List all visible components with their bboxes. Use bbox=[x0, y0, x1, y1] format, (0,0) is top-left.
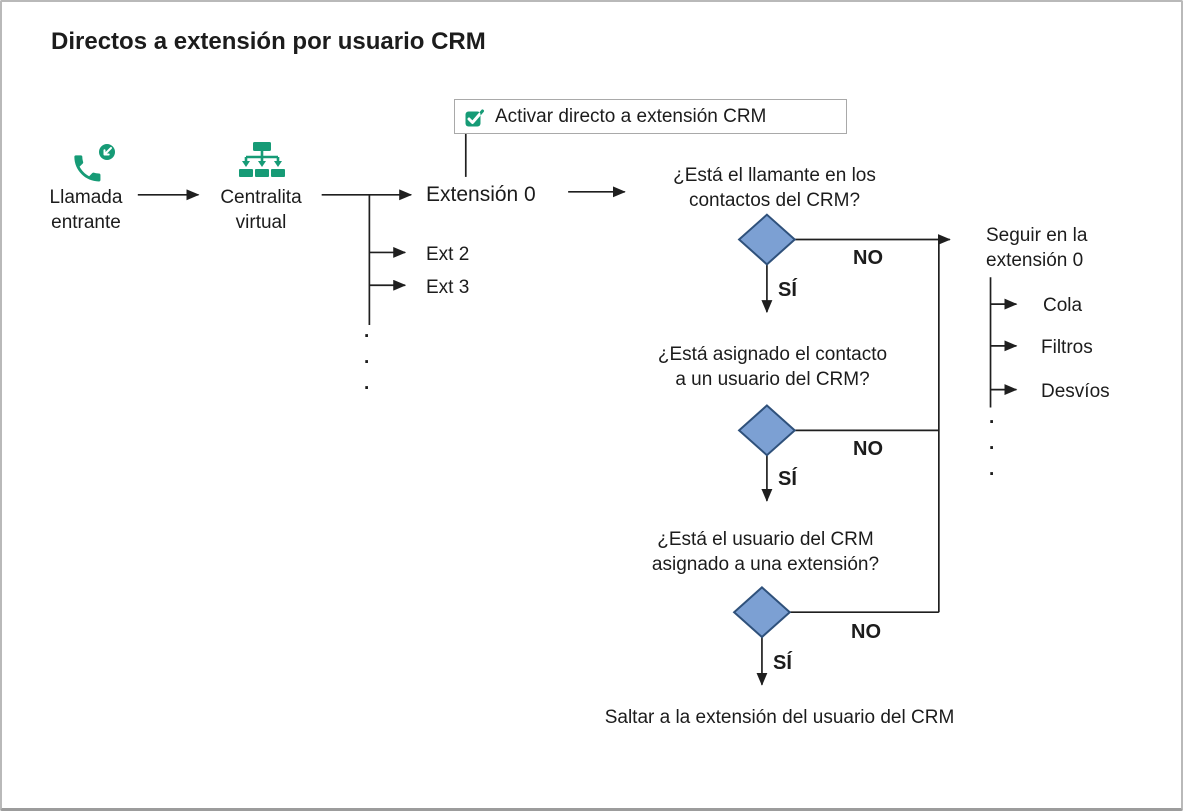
outcome-stay-extension-0: Seguir en la extensión 0 bbox=[986, 225, 1088, 271]
question-2: ¿Está asignado el contacto a un usuario … bbox=[657, 344, 888, 390]
no-label-3: NO bbox=[851, 621, 881, 643]
crm-direct-toggle[interactable]: Activar directo a extensión CRM bbox=[454, 99, 847, 134]
checkbox-checked-icon bbox=[465, 109, 484, 126]
decision-wires bbox=[756, 234, 951, 686]
question-1: ¿Está el llamante en los contactos del C… bbox=[673, 165, 876, 211]
main-flow-wires bbox=[137, 132, 626, 325]
question-3: ¿Está el usuario del CRM asignado a una … bbox=[651, 529, 880, 575]
extensions-ellipsis: . . . bbox=[364, 321, 370, 394]
incoming-call-icon bbox=[74, 144, 115, 182]
node-ext-2: Ext 2 bbox=[426, 244, 470, 265]
page-title: Directos a extensión por usuario CRM bbox=[51, 28, 486, 55]
yes-label-2: SÍ bbox=[778, 468, 797, 490]
decision-diamond-1 bbox=[737, 213, 797, 266]
toggle-label: Activar directo a extensión CRM bbox=[495, 105, 767, 127]
branch-item-desvios: Desvíos bbox=[1041, 381, 1110, 402]
no-label-1: NO bbox=[853, 247, 883, 269]
node-ext-3: Ext 3 bbox=[426, 277, 470, 298]
no-label-2: NO bbox=[853, 438, 883, 460]
branch-ellipsis: . . . bbox=[989, 407, 995, 480]
node-incoming-call: Llamada entrante bbox=[49, 187, 123, 233]
branch-item-filtros: Filtros bbox=[1041, 337, 1093, 358]
branch-item-cola: Cola bbox=[1043, 295, 1083, 316]
decision-diamond-3 bbox=[732, 586, 792, 639]
outcome-jump-to-extension: Saltar a la extensión del usuario del CR… bbox=[604, 707, 955, 728]
node-pbx: Centralita virtual bbox=[220, 187, 302, 233]
node-extension-0: Extensión 0 bbox=[426, 183, 536, 206]
yes-label-3: SÍ bbox=[773, 652, 792, 674]
yes-label-1: SÍ bbox=[778, 279, 797, 301]
decision-diamond-2 bbox=[737, 404, 797, 457]
pbx-sitemap-icon bbox=[239, 142, 285, 177]
no-branch-wires bbox=[989, 277, 1018, 408]
